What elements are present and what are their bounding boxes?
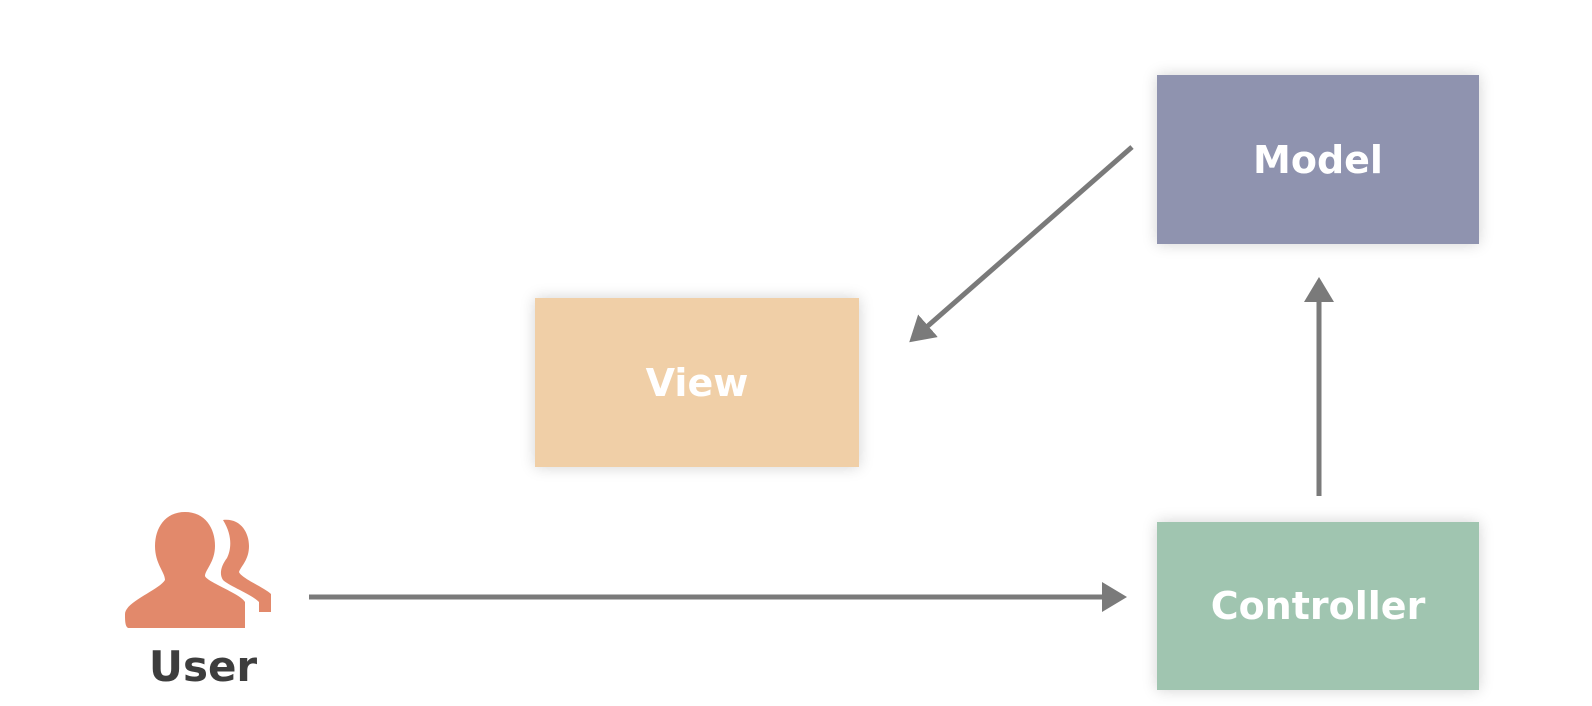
controller-box: Controller: [1157, 522, 1479, 690]
users-icon: [125, 512, 271, 628]
model-label: Model: [1253, 137, 1383, 182]
view-box: View: [535, 298, 859, 467]
model-box: Model: [1157, 75, 1479, 244]
controller-label: Controller: [1210, 584, 1426, 628]
user-label: User: [148, 642, 258, 691]
arrow-model-to-view: [909, 145, 1134, 343]
view-label: View: [645, 360, 749, 405]
